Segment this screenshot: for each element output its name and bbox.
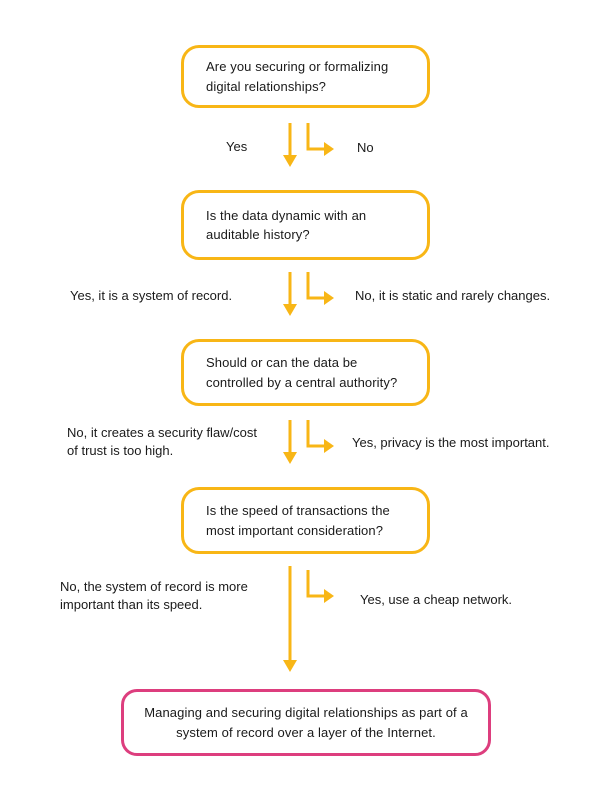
down-arrow-icon bbox=[283, 123, 297, 167]
connector-3 bbox=[283, 420, 334, 464]
question-box-2: Is the data dynamic with an auditable hi… bbox=[181, 190, 430, 260]
branch-label-right-2: No, it is static and rarely changes. bbox=[355, 288, 551, 303]
branch-right-arrow-icon bbox=[306, 420, 334, 453]
branch-label-left-2: Yes, it is a system of record. bbox=[70, 288, 233, 303]
question-text-1: Are you securing or formalizing digital … bbox=[206, 59, 389, 94]
down-arrow-icon bbox=[283, 420, 297, 464]
down-arrow-icon bbox=[283, 566, 297, 672]
question-box-4: Is the speed of transactions the most im… bbox=[181, 487, 430, 554]
branch-label-right-4: Yes, use a cheap network. bbox=[360, 592, 513, 607]
branch-label-left-4: No, the system of record is more importa… bbox=[60, 579, 248, 612]
branch-label-left-3: No, it creates a security flaw/cost of t… bbox=[67, 425, 258, 458]
connector-4 bbox=[283, 566, 334, 672]
down-arrow-icon bbox=[283, 272, 297, 316]
question-box-3: Should or can the data be controlled by … bbox=[181, 339, 430, 406]
branch-label-right-1: No bbox=[357, 140, 374, 155]
connector-1 bbox=[283, 123, 334, 167]
branch-right-arrow-icon bbox=[306, 272, 334, 305]
result-text: Managing and securing digital relationsh… bbox=[144, 705, 468, 740]
branch-label-right-3: Yes, privacy is the most important. bbox=[352, 435, 550, 450]
question-box-1: Are you securing or formalizing digital … bbox=[181, 45, 430, 108]
question-text-2: Is the data dynamic with an auditable hi… bbox=[206, 207, 367, 243]
result-box: Managing and securing digital relationsh… bbox=[121, 689, 491, 756]
question-text-4: Is the speed of transactions the most im… bbox=[206, 503, 390, 538]
connector-2 bbox=[283, 272, 334, 316]
branch-label-left-1: Yes bbox=[226, 139, 248, 154]
branch-right-arrow-icon bbox=[306, 123, 334, 156]
question-text-3: Should or can the data be controlled by … bbox=[206, 355, 398, 390]
branch-right-arrow-icon bbox=[306, 570, 334, 603]
